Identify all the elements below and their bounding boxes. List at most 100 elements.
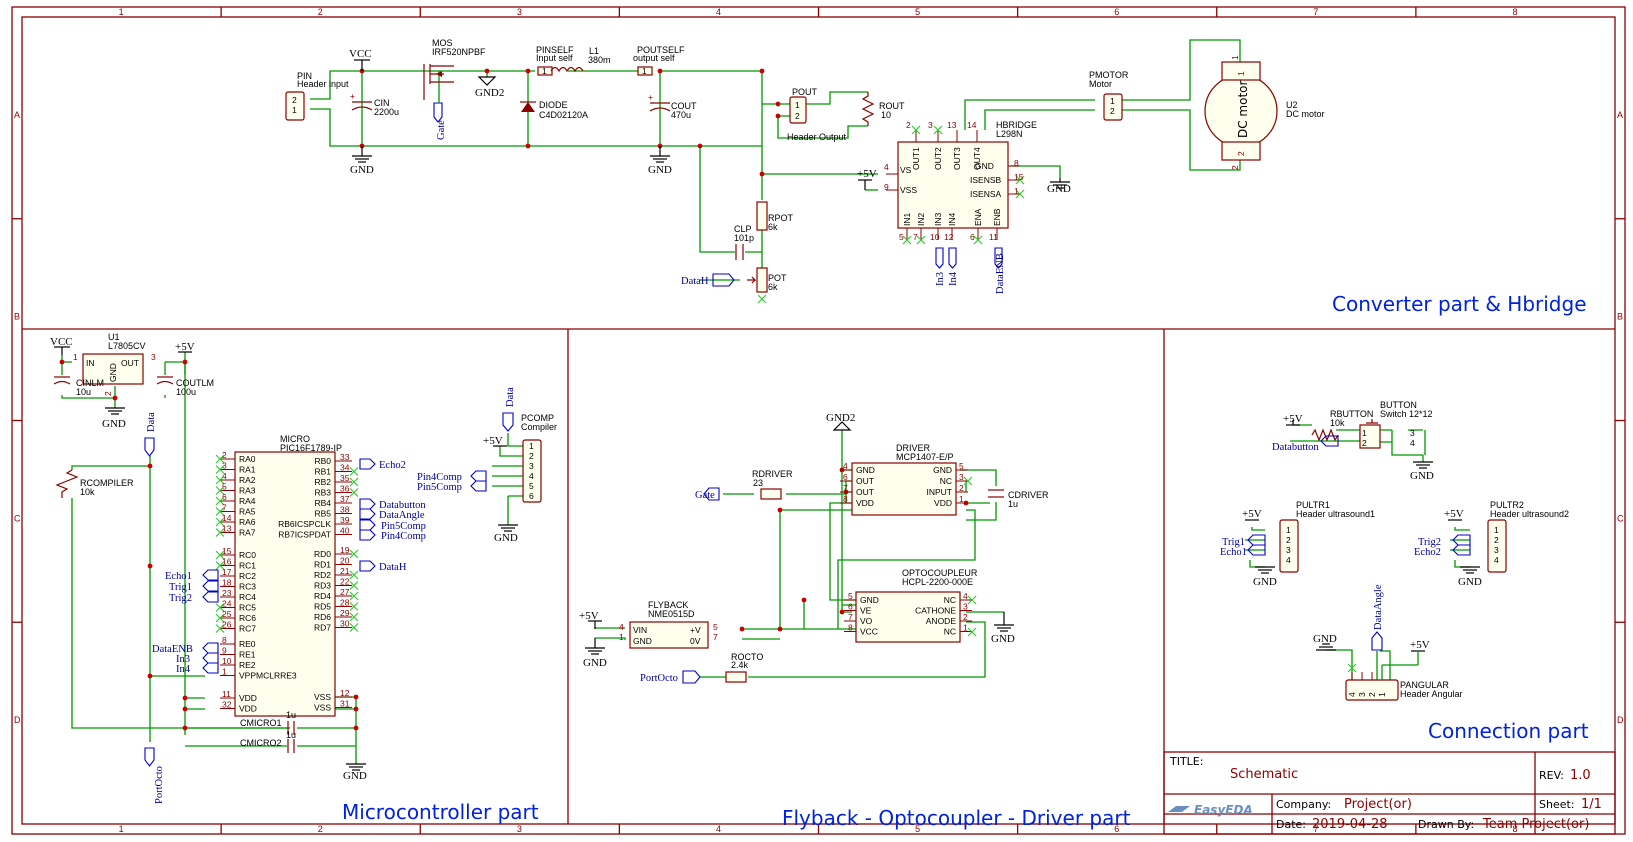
- micro-pin-label: RA5: [239, 507, 256, 517]
- svg-text:+5V: +5V: [1410, 639, 1430, 651]
- opto-pin-label: ANODE: [926, 616, 957, 626]
- svg-text:FLYBACK: FLYBACK: [648, 600, 688, 610]
- dataenb-netflag: DataENB: [152, 642, 219, 655]
- micro-pin-number: 10: [222, 656, 232, 666]
- coutlm-capacitor: COUTLM 100u: [156, 376, 214, 397]
- echo1-netflag: Echo1: [165, 569, 219, 582]
- micro-pin-number: 6: [222, 492, 227, 502]
- opto-pin-number: 3: [963, 602, 968, 612]
- svg-text:In4: In4: [176, 664, 191, 675]
- hbridge-pin-label: IN3: [933, 213, 943, 227]
- svg-text:2: 2: [1236, 151, 1246, 156]
- svg-text:2: 2: [1286, 535, 1291, 545]
- micro-pin-number: 35: [340, 473, 350, 483]
- databutton-netflag: Databutton: [1272, 435, 1339, 453]
- section-title-connection: Connection part: [1428, 719, 1589, 743]
- svg-text:101p: 101p: [734, 233, 754, 243]
- micro-pin-number: 3: [222, 461, 227, 471]
- micro-pin-label: RA6: [239, 517, 256, 527]
- gnd-symbol: GND: [350, 146, 374, 176]
- svg-text:Echo2: Echo2: [1414, 547, 1441, 558]
- svg-text:1: 1: [73, 352, 78, 362]
- title-label: TITLE:: [1169, 755, 1203, 768]
- svg-text:10k: 10k: [80, 487, 95, 497]
- svg-text:ISENSA: ISENSA: [970, 189, 1002, 199]
- opto-pin-label: NC: [944, 627, 956, 637]
- svg-text:GND: GND: [343, 770, 367, 782]
- ruler-column-label: 3: [517, 7, 522, 17]
- svg-text:DataAngle: DataAngle: [1373, 584, 1384, 630]
- svg-text:Switch 12*12: Switch 12*12: [1380, 409, 1433, 419]
- svg-text:4: 4: [1286, 555, 1291, 565]
- svg-text:Trig2: Trig2: [1418, 537, 1441, 548]
- svg-text:GND: GND: [494, 532, 518, 544]
- svg-text:Databutton: Databutton: [379, 500, 426, 511]
- micro-pin-label: RA3: [239, 486, 256, 496]
- cmicro1-capacitor: CMICRO1 1u: [240, 710, 296, 735]
- micro-pin-number: 17: [222, 567, 232, 577]
- plus5v-symbol: +5V: [857, 168, 877, 190]
- cout-capacitor: + COUT 470u: [648, 92, 697, 120]
- hbridge-pin-label: IN1: [902, 213, 912, 227]
- hbridge-pin-number: 5: [899, 232, 904, 242]
- svg-text:470u: 470u: [671, 110, 691, 120]
- driver-pin-label: GND: [933, 465, 952, 475]
- micro-pin-label: RB7ICSPDAT: [278, 530, 331, 540]
- gnd-symbol: GND: [648, 146, 672, 176]
- svg-text:Pin4Comp: Pin4Comp: [381, 531, 426, 542]
- gnd2-symbol: GND2: [475, 76, 504, 99]
- ruler-row-label: B: [1617, 312, 1623, 322]
- svg-text:CMICRO1: CMICRO1: [240, 718, 282, 728]
- ruler-column-label: 2: [318, 7, 323, 17]
- micro-pin-number: 1: [222, 667, 227, 677]
- svg-text:4: 4: [884, 162, 889, 172]
- svg-text:Pin5Comp: Pin5Comp: [381, 521, 426, 532]
- svg-text:+5V: +5V: [175, 341, 195, 353]
- svg-text:2: 2: [1494, 535, 1499, 545]
- svg-text:23: 23: [753, 478, 763, 488]
- cmicro2-capacitor: CMICRO2 1u: [240, 730, 296, 753]
- hbridge-pin-label: OUT1: [911, 147, 921, 170]
- micro-pin-number: 40: [340, 526, 350, 536]
- svg-text:+V: +V: [690, 625, 701, 635]
- svg-text:+5V: +5V: [857, 168, 877, 180]
- in4-netflag: In4: [176, 662, 219, 675]
- gnd2-symbol: GND2: [826, 412, 855, 431]
- hbridge-ic: HBRIDGE L298N OUT12OUT23OUT313OUT414IN15…: [884, 120, 1037, 245]
- opto-pin-label: VCC: [860, 627, 878, 637]
- svg-text:ROCTO: ROCTO: [731, 652, 763, 662]
- micro-pin-label: RC3: [239, 582, 256, 592]
- svg-text:GND: GND: [1410, 470, 1434, 482]
- ruler-row-label: B: [14, 312, 20, 322]
- svg-text:2: 2: [1362, 438, 1367, 448]
- svg-text:Motor: Motor: [1089, 79, 1112, 89]
- connection-section: +5V RBUTTON 10k 1 2 3 4 BUTTON Switch 12…: [1220, 400, 1569, 701]
- svg-text:RBUTTON: RBUTTON: [1330, 409, 1373, 419]
- svg-text:IRF520NPBF: IRF520NPBF: [432, 47, 486, 57]
- plus5v-symbol: +5V: [1283, 413, 1303, 426]
- svg-text:1: 1: [1014, 186, 1019, 196]
- svg-text:Echo2: Echo2: [379, 460, 406, 471]
- svg-text:Trig1: Trig1: [169, 582, 192, 593]
- pultr1-header: 1 2 3 4 PULTR1 Header ultrasound1 +5V Tr…: [1220, 500, 1375, 588]
- in4-netflag: In4: [948, 247, 959, 286]
- micro-pin-number: 20: [340, 556, 350, 566]
- flyback-module: VIN GND +V 0V 4 1 5 7 FLYBACK NME0515D: [619, 600, 718, 649]
- pcomp-pin-number: 2: [529, 451, 534, 461]
- micro-pin-number: 22: [340, 577, 350, 587]
- ruler-column-label: 8: [1512, 7, 1517, 17]
- pcomp-pin-number: 4: [529, 471, 534, 481]
- svg-text:GND: GND: [633, 636, 652, 646]
- opto-pin-label: CATHONE: [915, 606, 956, 616]
- svg-text:NME0515D: NME0515D: [648, 609, 695, 619]
- micro-pin-label: RC7: [239, 624, 256, 634]
- driver-pin-number: 2: [959, 483, 964, 493]
- gnd-symbol: GND: [991, 612, 1015, 645]
- pultr2-header: 1 2 3 4 PULTR2 Header ultrasound2 +5V Tr…: [1414, 500, 1569, 588]
- micro-pin-number: 28: [340, 598, 350, 608]
- pinself-connector: 1 PINSELF Input self: [536, 45, 574, 76]
- svg-text:1u: 1u: [286, 710, 296, 720]
- svg-text:PCOMP: PCOMP: [521, 413, 554, 423]
- micro-pin-label: RB5: [314, 509, 331, 519]
- svg-text:1: 1: [542, 66, 547, 76]
